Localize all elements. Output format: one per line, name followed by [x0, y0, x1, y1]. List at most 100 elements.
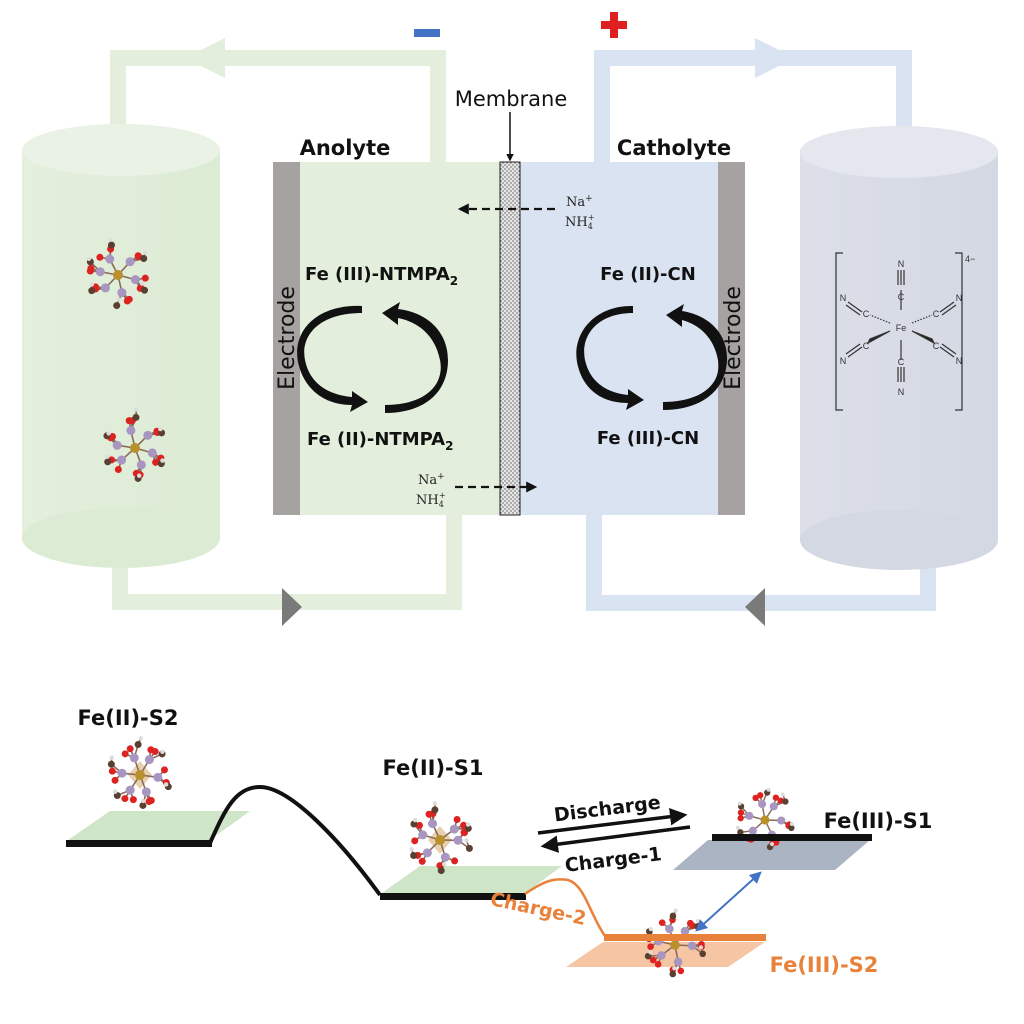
- flow-arrow-left-top: [185, 38, 225, 78]
- atom: [437, 867, 445, 875]
- atom: [142, 250, 148, 255]
- atom: [160, 458, 165, 463]
- ion-label-bottom: Na+ NH4+: [416, 472, 446, 509]
- atom: [432, 801, 438, 806]
- atom: [108, 767, 116, 775]
- negative-terminal-icon: [414, 29, 440, 37]
- positive-terminal-icon: [601, 12, 627, 38]
- barrier-curve-charge2: [524, 878, 607, 937]
- electrode-right-label: Electrode: [721, 286, 746, 390]
- fe-atom: [135, 770, 145, 780]
- atom: [680, 926, 690, 936]
- atom: [130, 275, 140, 285]
- atom: [109, 755, 114, 760]
- atom: [100, 283, 110, 293]
- svg-text:NH4+: NH4+: [416, 491, 446, 509]
- electrode-left: [273, 162, 300, 515]
- redox-cycle-icon-catholyte: [576, 304, 728, 410]
- fe-ntmpa-molecule-icon: [86, 237, 149, 310]
- atom: [735, 825, 740, 830]
- atom: [117, 768, 127, 778]
- atom: [113, 789, 118, 794]
- atom: [777, 816, 786, 825]
- atom: [411, 837, 419, 845]
- atom: [141, 274, 149, 282]
- atom: [449, 824, 459, 834]
- atom: [126, 425, 136, 435]
- charge1-label: Charge-1: [564, 843, 663, 877]
- atom: [152, 458, 160, 466]
- level-fe2-s2: [66, 840, 212, 847]
- atom: [465, 844, 473, 852]
- atom: [132, 413, 140, 421]
- svg-text:N: N: [898, 259, 905, 269]
- atom: [654, 960, 662, 968]
- atom: [105, 254, 115, 264]
- atom: [138, 736, 143, 741]
- atom: [657, 951, 666, 960]
- atom: [695, 918, 701, 924]
- atom: [141, 787, 151, 797]
- atom: [737, 815, 744, 822]
- atom: [648, 950, 653, 955]
- state-label-fe2-s1: Fe(II)-S1: [382, 756, 483, 780]
- svg-text:N: N: [840, 293, 847, 303]
- plane-fe3-s1: [673, 840, 870, 870]
- ferrocyanide-labels: Fe C N C N C N C N C N C N 4−: [840, 254, 976, 397]
- svg-text:N: N: [956, 356, 963, 366]
- discharge-arrow: [537, 808, 688, 835]
- svg-text:Na+: Na+: [418, 472, 445, 488]
- atom: [748, 826, 757, 835]
- atom: [108, 237, 113, 242]
- atom: [464, 824, 472, 832]
- anolyte-label: Anolyte: [300, 136, 391, 160]
- atom: [140, 255, 148, 263]
- atom: [752, 794, 759, 802]
- flow-arrow-right-top: [755, 38, 795, 78]
- atom: [772, 794, 780, 801]
- atom: [104, 454, 110, 459]
- atom: [139, 281, 145, 286]
- atom: [139, 801, 147, 809]
- atom: [160, 749, 165, 755]
- atom: [431, 806, 439, 814]
- fe-ntmpa-molecule-icon: [103, 407, 166, 482]
- state-label-fe2-s2: Fe(II)-S2: [77, 706, 178, 730]
- svg-text:C: C: [933, 341, 940, 351]
- atom: [465, 822, 471, 827]
- atom: [745, 811, 754, 820]
- atom: [136, 460, 146, 470]
- fe2-s2-molecule-icon: [107, 736, 172, 809]
- barrier-curve-s2-s1: [208, 784, 382, 897]
- atom: [410, 852, 418, 860]
- atom: [737, 801, 742, 806]
- atom: [757, 792, 764, 799]
- atom: [160, 766, 168, 774]
- svg-text:C: C: [933, 309, 940, 319]
- anolyte-tank: [22, 124, 220, 568]
- atom: [126, 745, 134, 753]
- atom: [699, 950, 707, 958]
- ferrocyanide-structure: [835, 252, 963, 411]
- catholyte-label: Catholyte: [617, 136, 731, 160]
- catholyte-species-oxidized: Fe (III)-CN: [597, 428, 699, 449]
- catholyte-species-reduced: Fe (II)-CN: [600, 264, 696, 285]
- atom: [104, 458, 112, 466]
- atom: [737, 829, 744, 836]
- svg-text:Na+: Na+: [566, 194, 593, 210]
- atom: [782, 798, 789, 805]
- svg-text:N: N: [898, 387, 905, 397]
- anolyte-species-reduced: Fe (II)-NTMPA2: [307, 429, 453, 453]
- svg-text:C: C: [898, 292, 905, 302]
- atom: [673, 957, 683, 967]
- level-fe3-s1: [712, 834, 872, 841]
- atom: [766, 787, 771, 792]
- fe-center-label: Fe: [896, 323, 907, 333]
- atom: [422, 848, 432, 858]
- charge2-label: Charge-2: [488, 888, 588, 930]
- atom: [140, 798, 146, 804]
- atom: [758, 800, 767, 809]
- atom: [107, 241, 115, 249]
- atom: [116, 297, 121, 302]
- anolyte-pipe: [110, 38, 462, 610]
